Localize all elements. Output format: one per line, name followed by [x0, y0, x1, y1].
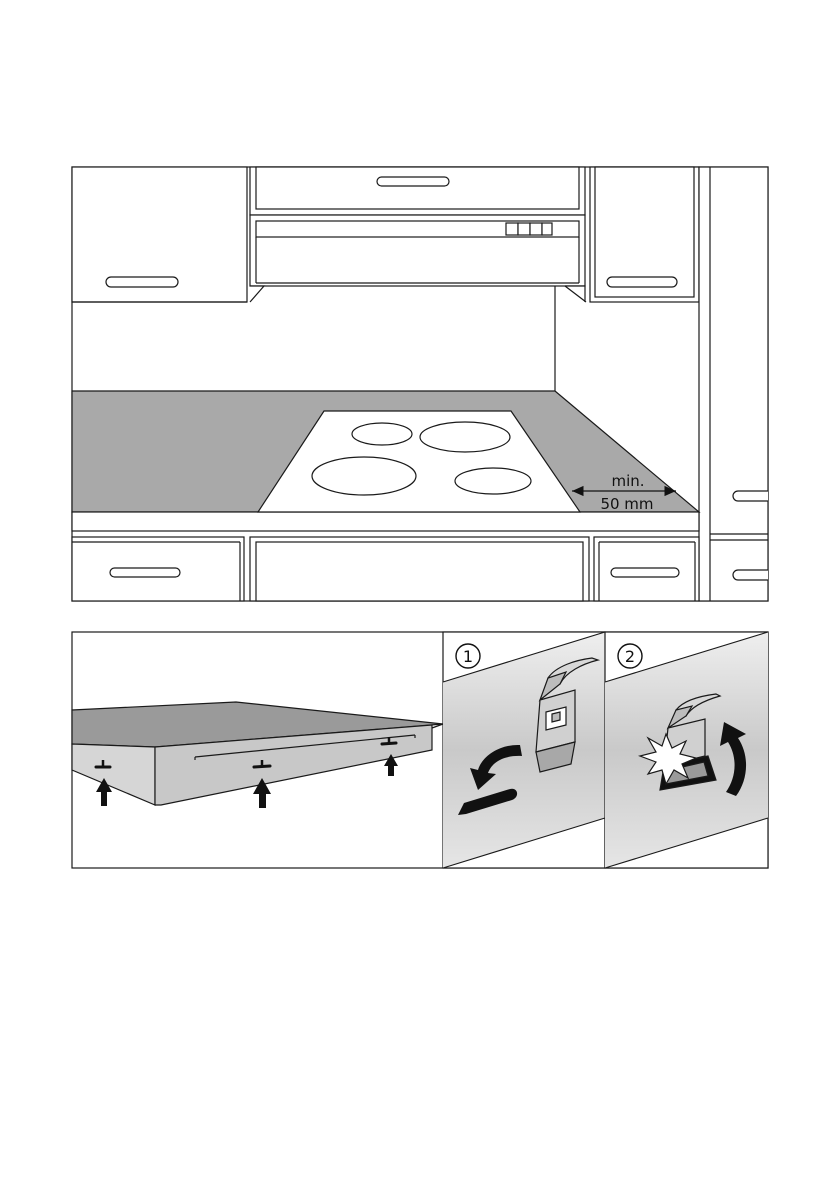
step1-badge: 1: [456, 644, 480, 668]
step1-panel: 1: [443, 632, 605, 868]
step2-panel: 2: [605, 632, 768, 868]
step2-badge: 2: [618, 644, 642, 668]
step1-number: 1: [463, 647, 473, 666]
step2-number: 2: [625, 647, 635, 666]
